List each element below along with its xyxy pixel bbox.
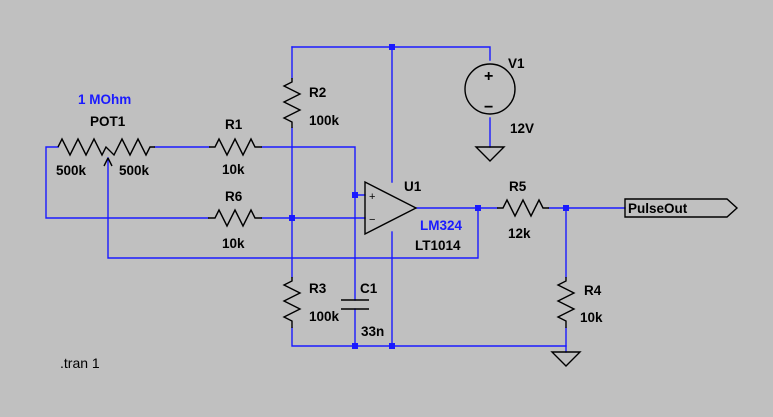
pot1[interactable]: 1 MOhm POT1 500k 500k — [56, 92, 155, 178]
junction-plus-input — [352, 192, 358, 198]
u1-triangle — [364, 180, 418, 236]
r3[interactable]: R3 100k — [282, 277, 340, 328]
pot1-wiper-arrow — [103, 157, 113, 167]
net-label-flag-icon — [624, 198, 739, 218]
wire-wiper-feedback — [107, 157, 479, 259]
r1[interactable]: R1 10k — [209, 117, 262, 177]
r3-value: 100k — [309, 309, 340, 324]
wire-r1-to-plus — [261, 146, 366, 196]
r4-zigzag — [556, 277, 576, 328]
c1[interactable]: C1 33n — [341, 281, 384, 339]
r5[interactable]: R5 12k — [497, 179, 549, 241]
net-label-pulseout[interactable]: PulseOut — [624, 198, 739, 218]
junction-vee-bottom — [389, 343, 395, 349]
r6[interactable]: R6 10k — [208, 189, 262, 251]
v1-circle — [464, 63, 516, 115]
u1-model: LM324 — [420, 218, 463, 233]
v1-value: 12V — [510, 121, 534, 136]
u1-inverting-pin: − — [369, 214, 375, 226]
junction-divider — [289, 215, 295, 221]
pot1-value: 1 MOhm — [78, 92, 131, 107]
r6-zigzag — [208, 208, 262, 228]
r3-zigzag — [282, 277, 302, 328]
r2-value: 100k — [309, 113, 340, 128]
junctions — [289, 44, 569, 349]
pot1-left-value: 500k — [56, 163, 87, 178]
r5-value: 12k — [508, 226, 531, 241]
u1-opamp[interactable]: + − U1 LM324 LT1014 — [364, 179, 463, 253]
r4-name: R4 — [584, 283, 602, 298]
pot1-right-value: 500k — [119, 163, 150, 178]
r5-name: R5 — [509, 179, 527, 194]
ground-icon-r4 — [550, 351, 582, 367]
v1-source[interactable]: + − V1 12V — [464, 56, 534, 136]
r2-name: R2 — [309, 85, 326, 100]
net-label-pulseout-text: PulseOut — [628, 201, 688, 216]
c1-value: 33n — [361, 324, 384, 339]
junction-cap-bottom — [352, 343, 358, 349]
r4-value: 10k — [580, 310, 603, 325]
r5-zigzag — [497, 198, 549, 218]
pot1-resistor-zigzag — [57, 137, 155, 157]
r1-value: 10k — [222, 162, 245, 177]
u1-name: U1 — [404, 179, 422, 194]
pot1-name: POT1 — [90, 114, 126, 129]
v1-minus-sign: − — [484, 99, 493, 116]
wires — [45, 46, 626, 353]
ground-icon-v1 — [474, 146, 506, 162]
c1-name: C1 — [360, 281, 378, 296]
r2[interactable]: R2 100k — [282, 78, 340, 128]
v1-plus-sign: + — [484, 68, 493, 85]
v1-name: V1 — [508, 56, 525, 71]
wire-top-rail — [291, 46, 491, 61]
spice-directive[interactable]: .tran 1 — [60, 355, 100, 371]
r2-zigzag — [282, 78, 302, 128]
junction-output — [475, 205, 481, 211]
u1-noninverting-pin: + — [369, 191, 375, 203]
r4[interactable]: R4 10k — [556, 277, 603, 328]
junction-top-mid — [389, 44, 395, 50]
u1-alt-model: LT1014 — [415, 238, 461, 253]
wire-pot-left-loop — [45, 146, 209, 219]
r3-name: R3 — [309, 281, 327, 296]
r6-name: R6 — [225, 189, 243, 204]
r1-zigzag — [209, 137, 262, 157]
r1-name: R1 — [225, 117, 243, 132]
junction-r4 — [563, 205, 569, 211]
wire-r3-bottom — [291, 327, 567, 347]
r6-value: 10k — [222, 236, 245, 251]
